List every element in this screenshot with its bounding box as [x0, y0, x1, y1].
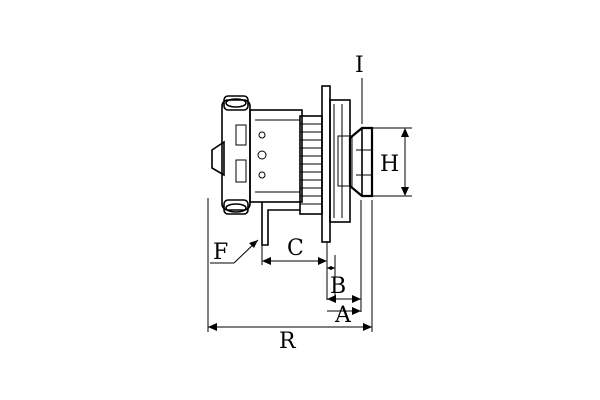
front-bracket: [329, 99, 351, 223]
label-a: A: [334, 303, 352, 328]
dimension-labels: I H C F B A R: [213, 53, 399, 354]
dimension-lines: [207, 78, 412, 332]
stator-hatch: [300, 123, 322, 205]
label-c: C: [287, 236, 304, 261]
rear-housing: [221, 99, 251, 211]
alternator-body: [211, 85, 374, 246]
rear-detail-1: [235, 124, 247, 146]
port-bottom: [225, 203, 247, 213]
front-flange: [321, 85, 331, 243]
label-f: F: [213, 240, 228, 265]
front-bearing: [337, 135, 353, 187]
label-b: B: [330, 274, 346, 299]
rear-boss-bottom: [223, 199, 249, 215]
label-h: H: [380, 152, 399, 177]
port-top: [225, 98, 247, 108]
rear-detail-2: [235, 159, 247, 183]
label-i: I: [355, 53, 364, 78]
stator-core: [299, 115, 323, 215]
label-r: R: [279, 329, 297, 354]
pulley: [348, 126, 374, 198]
rear-nozzle: [211, 140, 225, 177]
mounting-foot: [261, 202, 300, 246]
rear-boss-top: [223, 95, 249, 111]
